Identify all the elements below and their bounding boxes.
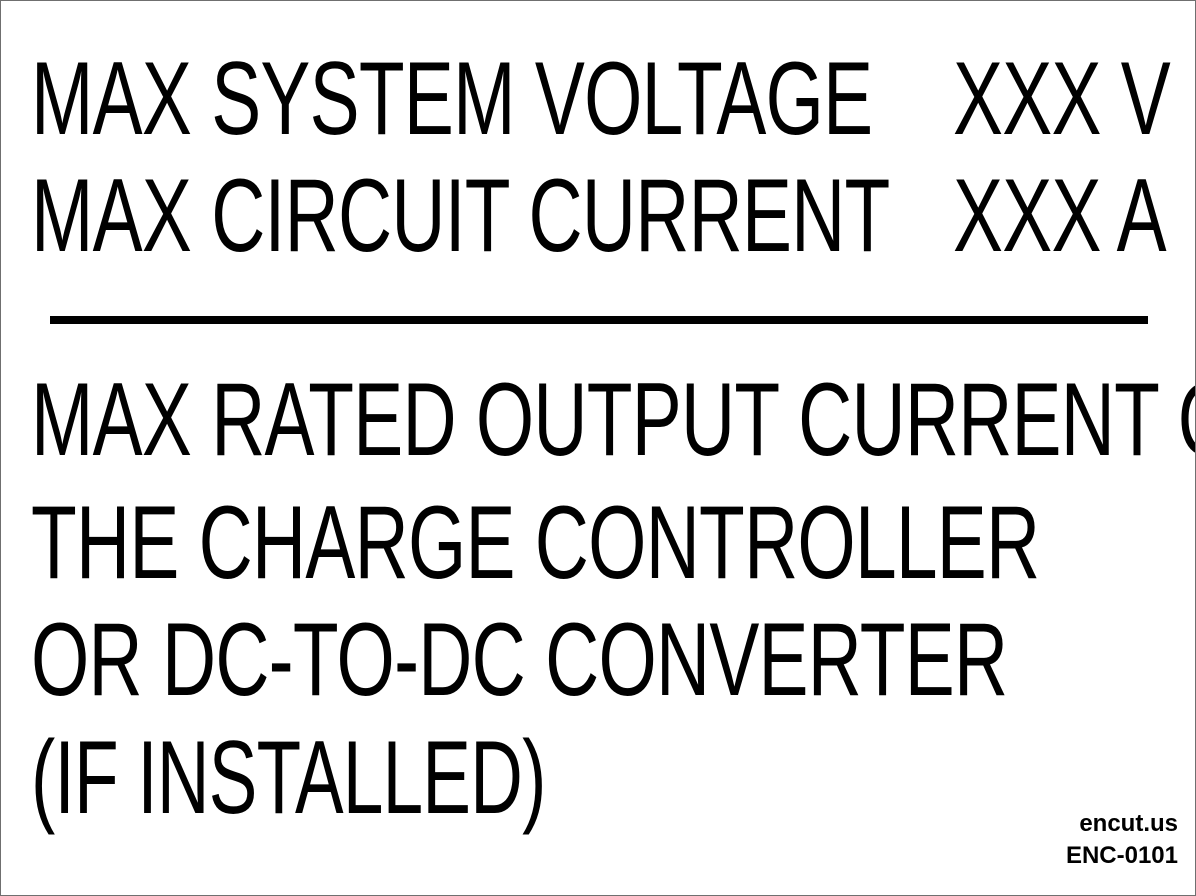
description-line-2: THE CHARGE CONTROLLER — [31, 485, 1040, 601]
description-line-4: (IF INSTALLED) — [31, 720, 546, 836]
part-number: ENC-0101 — [1065, 842, 1178, 869]
max-system-voltage-label: MAX SYSTEM VOLTAGE — [31, 41, 873, 157]
max-circuit-current-label: MAX CIRCUIT CURRENT — [31, 158, 890, 274]
max-circuit-current-value: XXX A — [953, 158, 1167, 274]
max-system-voltage-value: XXX V — [953, 41, 1171, 157]
description-line-1: MAX RATED OUTPUT CURRENT OF — [31, 362, 1196, 478]
description-line-3: OR DC-TO-DC CONVERTER — [31, 602, 1008, 718]
maker-website: encut.us — [1079, 810, 1178, 837]
divider-line — [50, 316, 1148, 324]
